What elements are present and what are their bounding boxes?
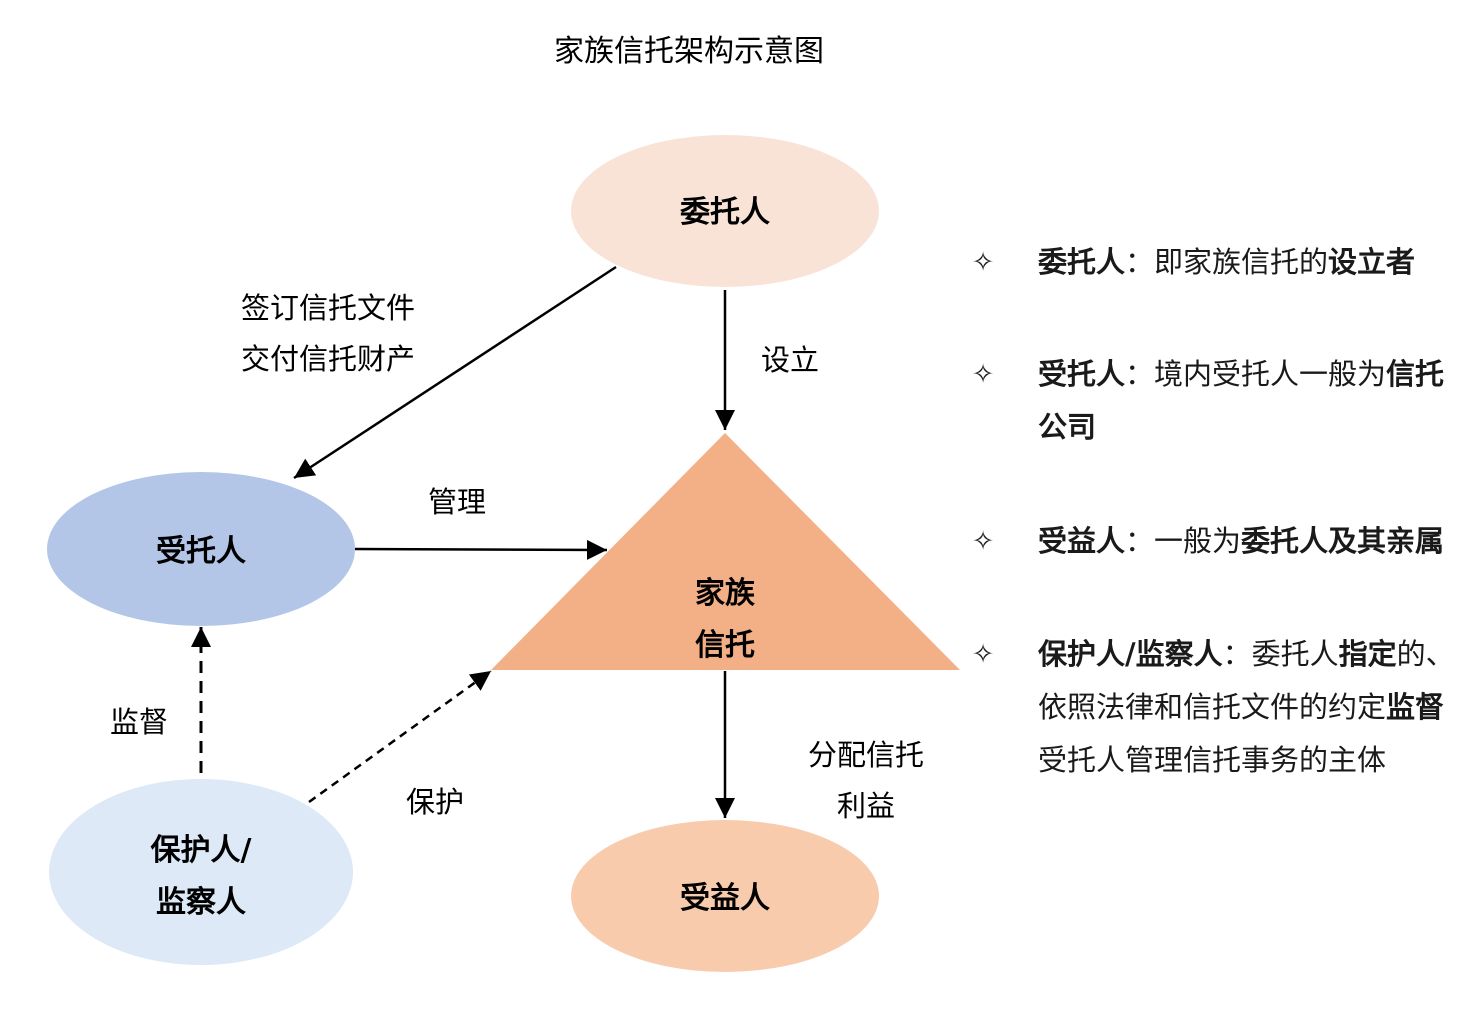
edge-label-sign-documents: 签订信托文件: [241, 291, 415, 325]
legend-text: 受益人：一般为委托人及其亲属: [1038, 515, 1471, 568]
legend-segment: 即家族信托的: [1154, 245, 1329, 279]
legend-segment: 受托人管理信托事务的主体: [1038, 743, 1387, 777]
four-pointed-star-outline-icon: ✧: [971, 639, 995, 670]
arrow-trustee-to-trust: [354, 539, 608, 560]
dashed-arrow-protector-to-trust: [308, 669, 492, 804]
legend-item-settlor: ✧ 委托人：即家族信托的设立者: [966, 236, 1471, 289]
family-trust-label-line2: 信托: [695, 628, 755, 663]
legend-item-protector: ✧ 保护人/监察人：委托人指定的、依照法律和信托文件的约定监督受托人管理信托事务…: [966, 628, 1471, 787]
legend-role-label: 保护人/监察人: [1038, 637, 1223, 671]
diagram-title: 家族信托架构示意图: [554, 34, 824, 69]
trustee-node: [47, 472, 355, 626]
legend-text: 保护人/监察人：委托人指定的、依照法律和信托文件的约定监督受托人管理信托事务的主…: [1038, 628, 1471, 787]
legend-separator: ：: [1125, 245, 1155, 279]
legend-segment: 的、依照法律和信托文件的约定: [1038, 637, 1455, 724]
legend-role-label: 受益人: [1038, 524, 1126, 558]
legend-separator: ：: [1125, 357, 1155, 391]
four-pointed-star-outline-icon: ✧: [971, 526, 995, 557]
edge-label-manage: 管理: [428, 485, 486, 519]
family-trust-label-line1: 家族: [695, 576, 756, 611]
trustee-label: 受托人: [156, 534, 246, 569]
legend-item-trustee: ✧ 受托人：境内受托人一般为信托公司: [966, 348, 1471, 454]
legend-segment: 委托人: [1251, 637, 1339, 671]
legend-segment-bold: 委托人及其亲属: [1241, 524, 1445, 558]
family-trust-node: [491, 433, 960, 670]
legend-item-beneficiary: ✧ 受益人：一般为委托人及其亲属: [966, 515, 1471, 568]
edge-label-distribute-line2: 利益: [837, 789, 895, 823]
legend-role-label: 受托人: [1038, 357, 1126, 391]
beneficiary-node: [571, 820, 879, 972]
edge-label-establish: 设立: [761, 343, 819, 377]
protector-label-line2: 监察人: [156, 885, 246, 920]
legend-text: 委托人：即家族信托的设立者: [1038, 236, 1471, 289]
legend-role-label: 委托人: [1038, 245, 1126, 279]
legend-segment-bold: 指定: [1338, 637, 1397, 671]
protector-node: [49, 779, 353, 965]
edge-label-protect: 保护: [406, 785, 464, 819]
arrow-settlor-to-trustee: [293, 265, 617, 480]
edge-label-distribute-line1: 分配信托: [808, 738, 924, 772]
settlor-label: 委托人: [680, 195, 770, 230]
four-pointed-star-outline-icon: ✧: [971, 359, 995, 390]
edge-label-deliver-property: 交付信托财产: [241, 342, 415, 376]
legend-segment-bold: 设立者: [1328, 245, 1416, 279]
beneficiary-label: 受益人: [680, 881, 770, 916]
edge-label-supervise: 监督: [110, 705, 168, 739]
legend-separator: ：: [1125, 524, 1155, 558]
protector-label-line1: 保护人/: [151, 833, 252, 868]
settlor-node: [571, 135, 879, 287]
legend-segment: 境内受托人一般为: [1154, 357, 1387, 391]
legend-text: 受托人：境内受托人一般为信托公司: [1038, 348, 1471, 454]
four-pointed-star-outline-icon: ✧: [971, 247, 995, 278]
legend-segment: 一般为: [1154, 524, 1242, 558]
legend-segment-bold: 监督: [1386, 690, 1445, 724]
legend-segment-bold: 信托公司: [1038, 357, 1445, 444]
legend-separator: ：: [1222, 637, 1252, 671]
